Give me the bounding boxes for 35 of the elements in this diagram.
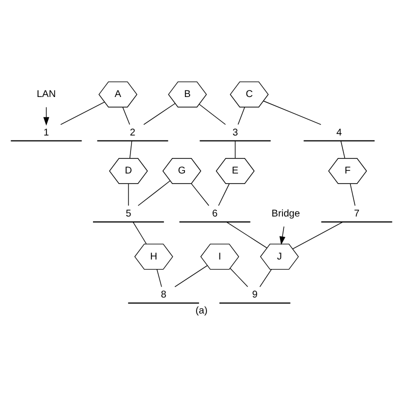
connector (238, 106, 245, 125)
connector (143, 103, 176, 125)
connector (132, 222, 147, 244)
connector (138, 180, 170, 206)
node-text: 3 (232, 127, 238, 138)
node-text: 9 (252, 290, 258, 301)
connector (263, 100, 322, 125)
connector (234, 140, 236, 159)
connector (122, 106, 130, 125)
arrow (280, 226, 286, 245)
node-text: 7 (354, 208, 360, 220)
connector (218, 183, 230, 206)
connector (60, 102, 105, 125)
connector (260, 269, 272, 288)
connector (174, 265, 208, 288)
caption: (a) (195, 306, 208, 317)
connector (198, 104, 226, 125)
connector (128, 183, 129, 206)
arrow (43, 106, 50, 126)
connector (130, 140, 132, 159)
node-text: 4 (336, 127, 342, 138)
connector (191, 183, 210, 206)
connector (340, 140, 346, 159)
connector (292, 222, 344, 250)
node-text: 2 (130, 127, 136, 138)
node-text: 5 (126, 208, 132, 220)
node-text: 8 (160, 290, 166, 301)
connector (156, 269, 162, 288)
node-text: 6 (212, 208, 218, 220)
connector (350, 183, 356, 206)
connector (226, 222, 268, 248)
connector (230, 268, 248, 288)
node-text: Bridge (272, 208, 300, 220)
node-text: 1 (44, 127, 50, 138)
node-text: LAN (36, 89, 56, 100)
